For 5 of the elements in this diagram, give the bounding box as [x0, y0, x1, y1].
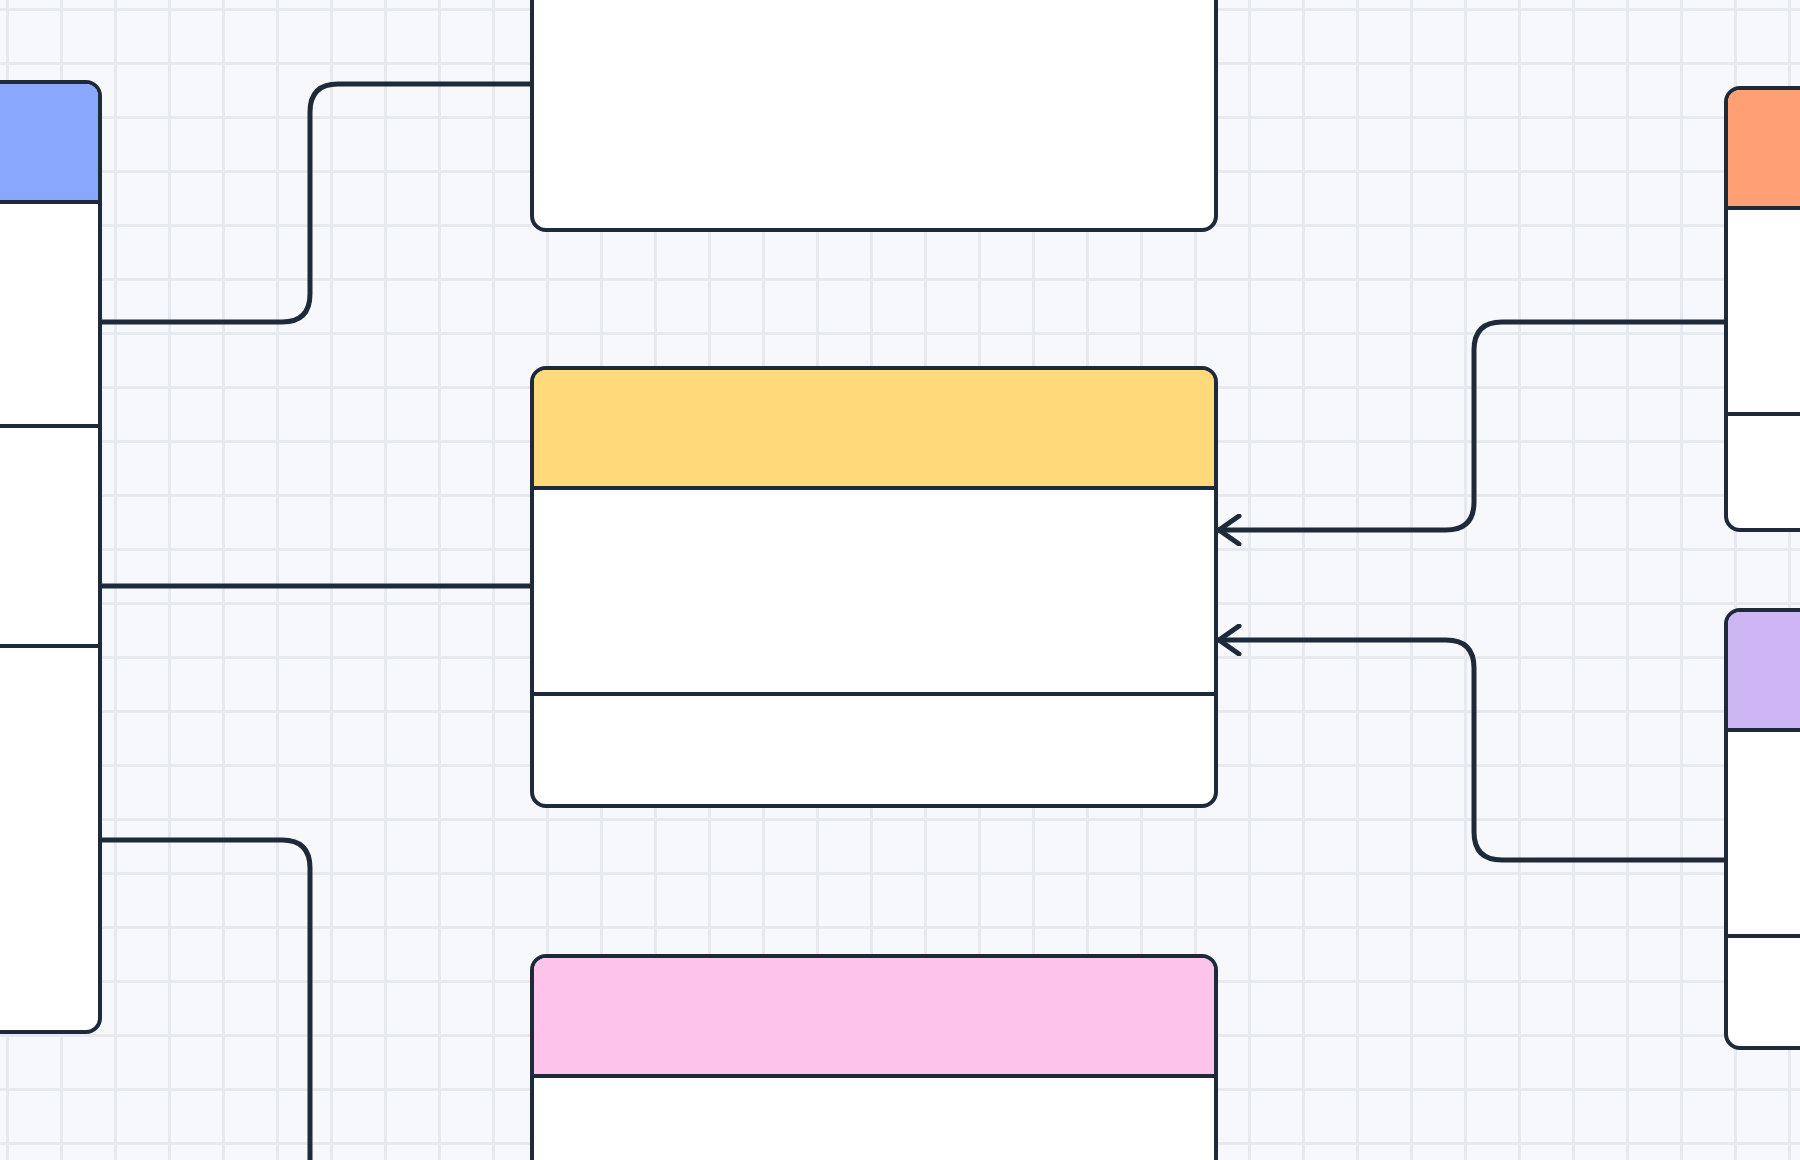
class-box [530, 366, 1218, 808]
arrow [1216, 623, 1724, 863]
arrow [1216, 319, 1724, 547]
connector-line [102, 81, 530, 325]
connector-line [102, 583, 530, 589]
